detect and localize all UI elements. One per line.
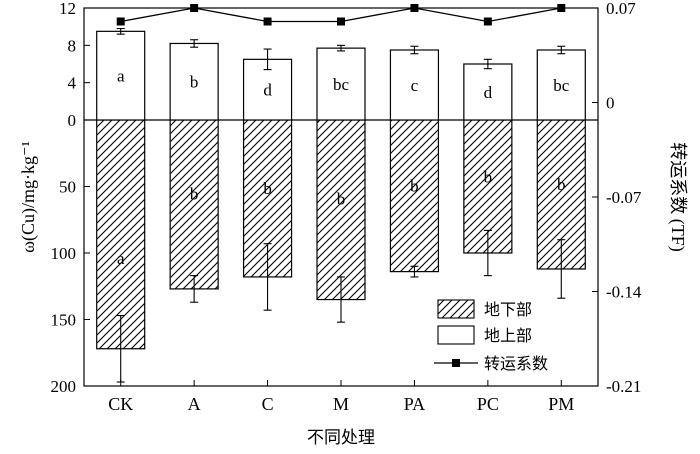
labels-group: a b d bc c d bc a b b b b b b [117,67,570,268]
bar-aboveground [316,47,366,121]
y-axis-right-title: 转运系数 (TF) [667,142,688,252]
y-right-tick-label: -0.21 [606,377,641,396]
x-tick-label: A [188,394,201,414]
y-left-tick-label: 12 [59,0,76,18]
significance-label-belowground: b [484,168,493,187]
legend-label-belowground: 地下部 [484,300,532,319]
transport-marker [116,17,125,26]
bar-aboveground [96,30,146,121]
y-left-tick-label: 50 [59,178,76,197]
legend-label-aboveground: 地上部 [484,326,532,345]
transport-marker [410,4,419,12]
bar-belowground [316,119,366,301]
significance-label-aboveground: a [117,67,125,86]
y-right-tick-label: 0 [606,94,615,113]
x-tick-label: CK [108,394,133,414]
bar-belowground [169,119,219,290]
x-tick-label: PC [477,394,499,414]
legend-marker-transport [452,359,460,367]
significance-label-aboveground: b [190,73,199,92]
legend-label-transport: 转运系数 [484,354,548,373]
significance-label-aboveground: c [411,76,419,95]
significance-label-belowground: a [117,249,125,268]
x-tick-label: M [333,394,349,414]
y-right-tick-label: 0.07 [606,0,636,18]
transport-line-group [116,4,566,26]
bars-group [96,27,586,383]
y-left-tick-label: 200 [51,377,77,396]
significance-label-belowground: b [410,176,419,195]
transport-marker [263,17,272,26]
y-left-tick-label: 4 [68,74,77,93]
bar-aboveground [536,49,586,121]
transport-marker [337,17,345,26]
x-tick-label: PA [404,394,425,414]
transport-marker [190,4,199,12]
y-axis-left-title: ω(Cu)/mg·kg⁻¹ [18,141,39,253]
bar-belowground [96,119,146,350]
transport-marker [483,17,492,26]
y-left-tick-label: 0 [68,111,77,130]
bar-belowground [389,119,440,273]
significance-label-aboveground: d [484,83,493,102]
y-left-tick-label: 150 [51,311,77,330]
significance-label-aboveground: bc [553,76,570,95]
x-axis-title: 不同处理 [307,428,375,448]
x-tick-label: PM [548,394,574,414]
legend-swatch-aboveground [437,325,475,345]
y-right-tick-label: -0.14 [606,283,642,302]
y-left-tick-label: 8 [68,36,77,55]
significance-label-belowground: b [557,175,566,194]
bar-aboveground [389,49,440,121]
significance-label-belowground: b [337,189,346,208]
bar-aboveground [463,63,513,121]
y-right-tick-label: -0.07 [606,188,642,207]
significance-label-belowground: b [190,184,199,203]
legend-swatch-belowground [437,299,475,319]
significance-label-aboveground: bc [333,75,350,94]
x-tick-label: C [262,394,274,414]
significance-label-aboveground: d [263,81,272,100]
y-left-tick-label: 100 [51,244,77,263]
significance-label-belowground: b [263,179,272,198]
transport-marker [557,4,566,12]
